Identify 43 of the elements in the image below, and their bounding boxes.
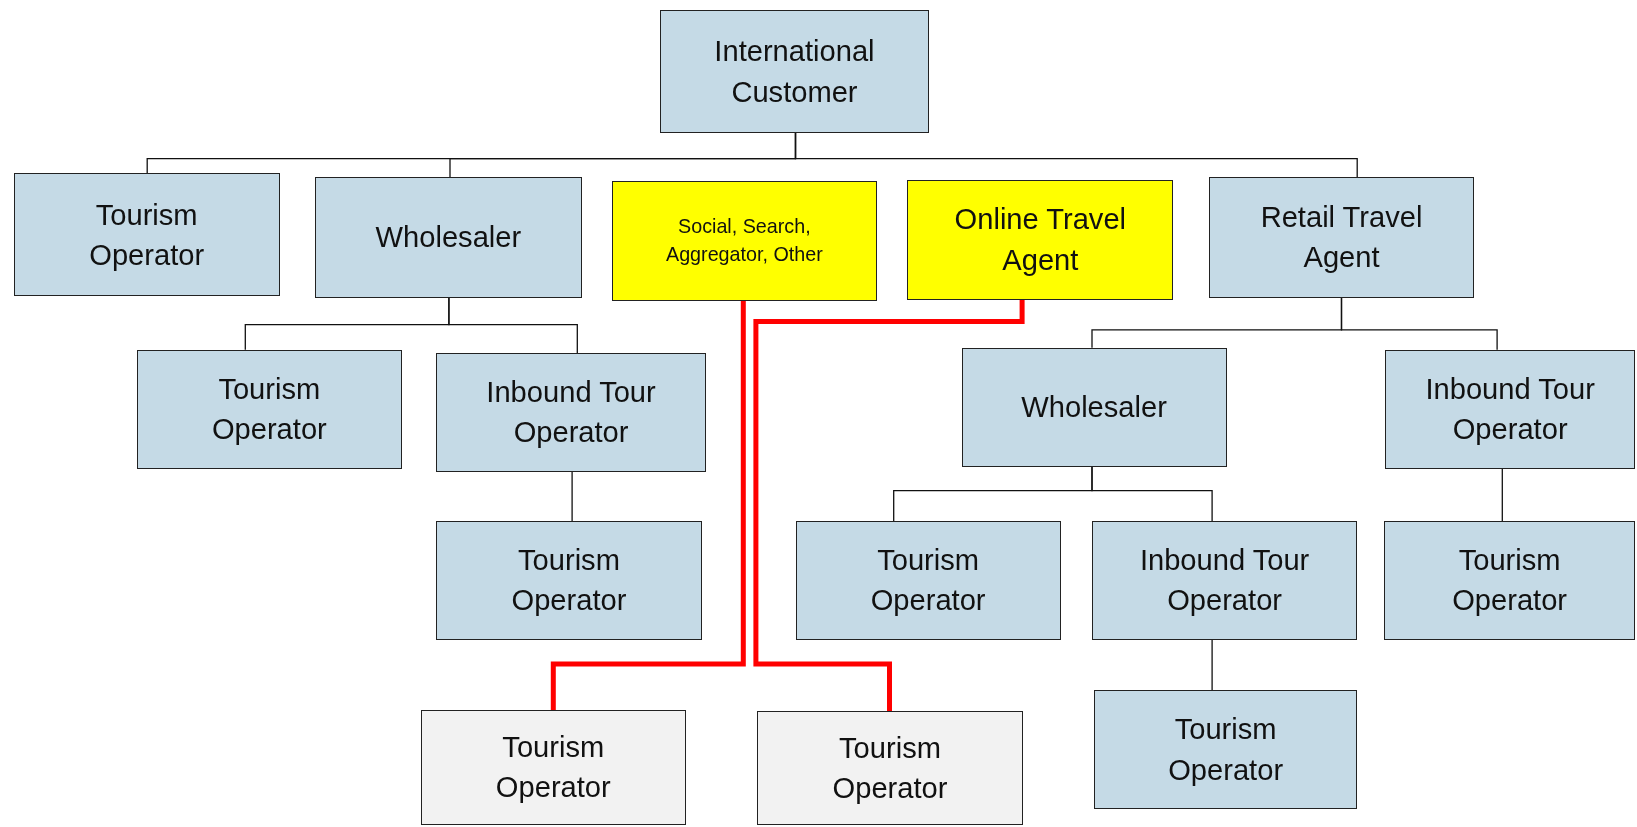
box-label: Wholesaler xyxy=(1021,390,1167,426)
org-box xyxy=(907,179,1174,300)
box-label: Retail Travel Agent xyxy=(1259,200,1424,276)
org-box xyxy=(1208,177,1475,298)
connector-line xyxy=(448,296,578,354)
box-label: Wholesaler xyxy=(375,220,522,256)
org-box xyxy=(1094,690,1358,810)
org-box xyxy=(795,520,1061,640)
box-label: International Customer xyxy=(713,34,876,110)
org-box xyxy=(659,10,930,133)
org-box xyxy=(13,173,280,297)
org-box xyxy=(136,349,402,469)
org-box xyxy=(420,709,686,825)
connector-line xyxy=(550,300,746,710)
connector-line xyxy=(794,131,1358,179)
box-label: Tourism Operator xyxy=(1167,712,1285,788)
box-label: Tourism Operator xyxy=(869,543,987,619)
box-label: Inbound Tour Operator xyxy=(1424,372,1596,448)
org-box xyxy=(756,710,1024,825)
box-label: Online Travel Agent xyxy=(953,202,1128,278)
connector-line xyxy=(1211,639,1213,691)
connector-line xyxy=(1091,466,1213,522)
org-box xyxy=(1385,349,1635,469)
box-label: Tourism Operator xyxy=(88,197,206,273)
org-box xyxy=(961,347,1227,467)
box-label: Social, Search, Aggregator, Other xyxy=(665,214,824,267)
org-box xyxy=(315,177,582,298)
box-label: Tourism Operator xyxy=(831,730,949,806)
org-box xyxy=(436,352,706,472)
box-label: Tourism Operator xyxy=(210,372,328,448)
connector-line xyxy=(571,471,573,522)
connector-line xyxy=(753,299,1025,711)
org-box xyxy=(436,520,702,640)
connector-line xyxy=(1340,296,1498,351)
box-label: Tourism Operator xyxy=(510,543,628,619)
org-box xyxy=(1384,520,1635,640)
box-label: Tourism Operator xyxy=(1451,543,1569,619)
box-label: Inbound Tour Operator xyxy=(1138,543,1311,619)
connector-line xyxy=(1501,468,1503,522)
box-label: Tourism Operator xyxy=(494,730,612,806)
box-label: Inbound Tour Operator xyxy=(485,375,657,451)
org-box xyxy=(1092,520,1358,640)
org-box xyxy=(611,180,877,301)
